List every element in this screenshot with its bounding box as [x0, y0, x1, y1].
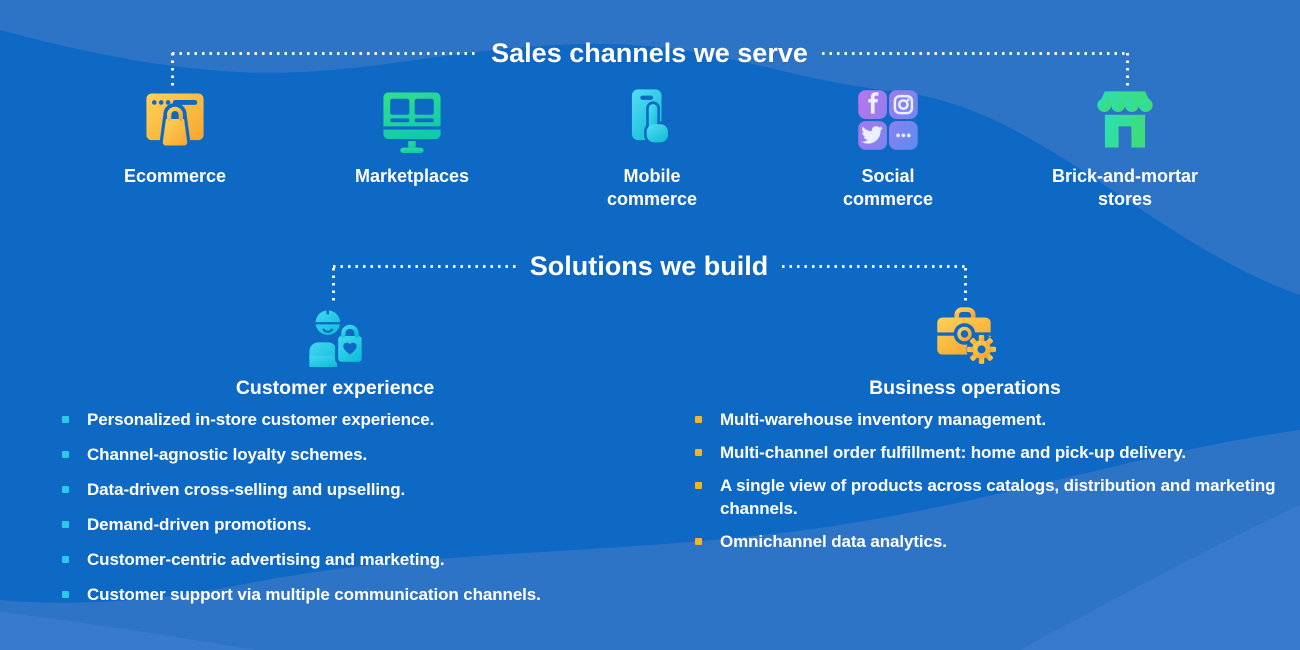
- bullet-square: [695, 449, 702, 456]
- list-item: Personalized in-store customer experienc…: [62, 408, 627, 431]
- channel-label-marketplaces: Marketplaces: [354, 166, 470, 186]
- bullet-square: [62, 521, 69, 528]
- connector-ecommerce: [171, 53, 174, 86]
- channel-marketplaces: Marketplaces: [312, 84, 512, 188]
- mobile-commerce-icon: [552, 84, 752, 156]
- list-item-text: Data-driven cross-selling and upselling.: [87, 480, 406, 499]
- list-item-text: Personalized in-store customer experienc…: [87, 410, 435, 429]
- sales-channels-title: Sales channels we serve: [491, 38, 808, 68]
- group-business-operations: Business operations: [795, 300, 1135, 400]
- heading-business-operations: Business operations: [869, 377, 1061, 399]
- channel-label-brick-and-mortar-stores: Brick-and-mortar stores: [1051, 166, 1199, 209]
- dotted-line-left: [333, 265, 516, 268]
- social-commerce-icon: [788, 84, 988, 156]
- list-item: Demand-driven promotions.: [62, 513, 627, 536]
- customer-experience-list: Personalized in-store customer experienc…: [62, 408, 627, 618]
- list-item: Multi-channel order fulfillment: home an…: [695, 441, 1287, 464]
- channel-ecommerce: Ecommerce: [75, 84, 275, 188]
- connector-brick-and-mortar: [1126, 53, 1129, 86]
- list-item-text: Omnichannel data analytics.: [720, 532, 947, 551]
- bullet-square: [62, 556, 69, 563]
- bullet-square: [62, 416, 69, 423]
- dotted-line-right: [782, 265, 965, 268]
- bullet-square: [695, 482, 702, 489]
- dotted-line-right: [821, 52, 1128, 55]
- business-operations-icon: [795, 300, 1135, 370]
- solutions-title: Solutions we build: [529, 251, 769, 281]
- bullet-square: [62, 451, 69, 458]
- group-customer-experience: Customer experience: [165, 300, 505, 400]
- list-item-text: Multi-warehouse inventory management.: [720, 410, 1046, 429]
- bullet-square: [62, 486, 69, 493]
- ecommerce-icon: [75, 84, 275, 156]
- list-item-text: Multi-channel order fulfillment: home an…: [720, 443, 1187, 462]
- channel-label-social-commerce: Social commerce: [842, 166, 934, 209]
- list-item: Multi-warehouse inventory management.: [695, 408, 1287, 431]
- bullet-square: [695, 538, 702, 545]
- list-item: A single view of products across catalog…: [695, 474, 1287, 520]
- channel-social-commerce: Social commerce: [788, 84, 988, 211]
- list-item-text: A single view of products across catalog…: [720, 476, 1276, 518]
- solutions-header: Solutions we build: [333, 251, 965, 282]
- bullet-square: [695, 416, 702, 423]
- connector-customer-experience: [332, 268, 335, 304]
- bullet-square: [62, 591, 69, 598]
- sales-channels-header: Sales channels we serve: [172, 38, 1128, 69]
- heading-customer-experience: Customer experience: [235, 377, 435, 399]
- channel-brick-and-mortar-stores: Brick-and-mortar stores: [1025, 84, 1225, 211]
- list-item-text: Demand-driven promotions.: [87, 515, 312, 534]
- list-item: Omnichannel data analytics.: [695, 530, 1287, 553]
- brick-and-mortar-stores-icon: [1025, 84, 1225, 156]
- list-item: Customer-centric advertising and marketi…: [62, 548, 627, 571]
- customer-experience-icon: [165, 300, 505, 370]
- list-item: Customer support via multiple communicat…: [62, 583, 627, 606]
- connector-business-operations: [964, 268, 967, 304]
- dotted-line-left: [172, 52, 478, 55]
- business-operations-list: Multi-warehouse inventory management. Mu…: [695, 408, 1287, 563]
- list-item: Data-driven cross-selling and upselling.: [62, 478, 627, 501]
- list-item: Channel-agnostic loyalty schemes.: [62, 443, 627, 466]
- channel-mobile-commerce: Mobile commerce: [552, 84, 752, 211]
- list-item-text: Channel-agnostic loyalty schemes.: [87, 445, 368, 464]
- channel-label-ecommerce: Ecommerce: [123, 166, 227, 186]
- marketplaces-icon: [312, 84, 512, 156]
- list-item-text: Customer-centric advertising and marketi…: [87, 550, 445, 569]
- channel-label-mobile-commerce: Mobile commerce: [606, 166, 698, 209]
- list-item-text: Customer support via multiple communicat…: [87, 585, 541, 604]
